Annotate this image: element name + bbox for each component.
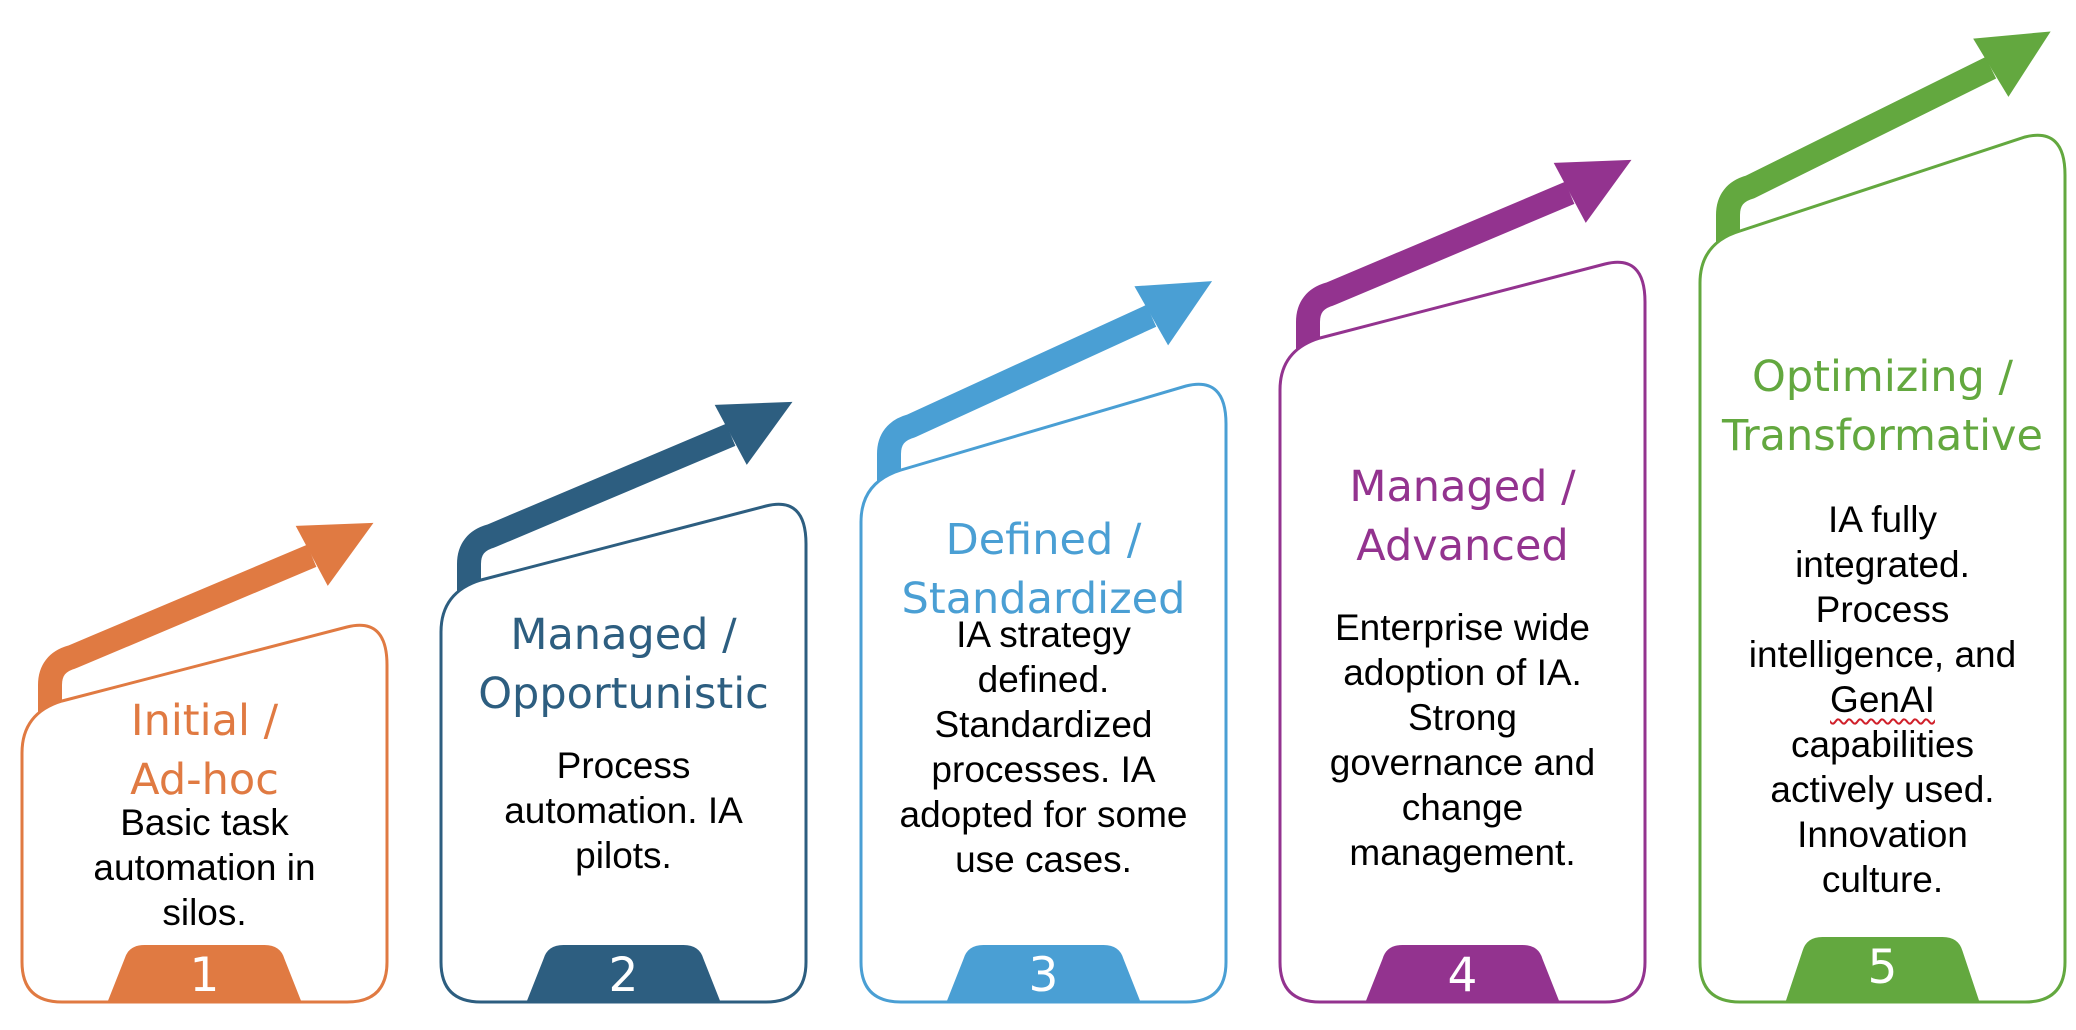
- stage-1-card: [20, 623, 389, 1004]
- stage-2-arrow-head: [714, 401, 793, 465]
- stage-4-title: Managed /Advanced: [1349, 462, 1576, 571]
- stage-1-number: 1: [189, 948, 220, 1003]
- stage-3-title: Defined /Standardized: [901, 515, 1186, 624]
- stage-1-number-tab: [107, 945, 302, 1002]
- stage-5-arrow-head: [1973, 31, 2051, 97]
- stage-2-arrow-shaft: [457, 423, 736, 604]
- stage-2-number-tab: [526, 945, 721, 1002]
- stage-5-arrow-shaft: [1716, 56, 1997, 255]
- stage-4-number: 4: [1447, 948, 1478, 1003]
- stage-4-number-tab: [1365, 945, 1560, 1002]
- stage-4-arrow-shaft: [1296, 181, 1575, 362]
- stage-5-card: [1698, 133, 2067, 1004]
- stage-2-card: [439, 502, 808, 1004]
- stage-5-number-tab: [1785, 937, 1980, 1002]
- stage-3-arrow-shaft: [877, 304, 1157, 494]
- stage-1-title: Initial /Ad-hoc: [130, 696, 279, 805]
- stage-1-arrow-head: [295, 522, 374, 586]
- stage-4-arrow-head: [1553, 159, 1632, 223]
- stage-3-card: [859, 382, 1228, 1004]
- stage-3-number: 3: [1028, 948, 1059, 1003]
- stage-3-arrow-head: [1134, 281, 1213, 346]
- stage-2-title: Managed /Opportunistic: [478, 610, 769, 719]
- stage-3-number-tab: [946, 945, 1141, 1002]
- stage-4-card: [1278, 260, 1647, 1004]
- stage-2-number: 2: [608, 948, 639, 1003]
- stage-5-number: 5: [1867, 940, 1898, 995]
- stage-5-title: Optimizing /Transformative: [1722, 352, 2043, 461]
- stage-1-arrow-shaft: [38, 544, 317, 725]
